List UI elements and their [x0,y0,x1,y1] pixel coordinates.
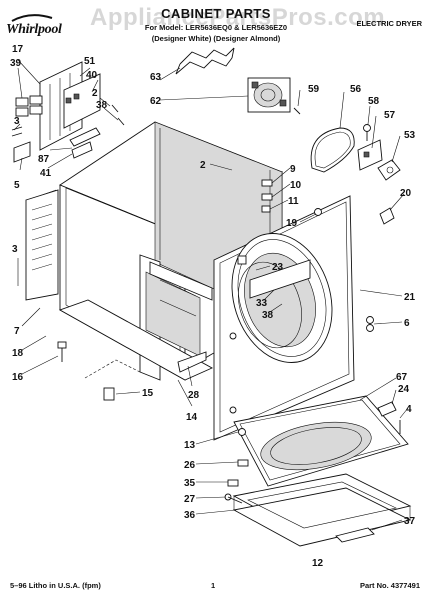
callout-2b: 2 [200,160,206,171]
callout-67: 67 [396,372,408,383]
models-line: For Model: LER5636EQ0 & LER5636EZ0 [144,23,288,32]
top-center-parts [175,47,301,115]
logo-swoosh-icon [11,14,53,22]
right-small-parts [261,179,374,332]
lower-left-parts [57,341,207,401]
callout-53: 53 [404,130,416,141]
callout-6: 6 [404,318,410,329]
callout-5: 5 [14,180,20,191]
callout-12: 12 [312,558,324,569]
callout-16: 16 [12,372,24,383]
callout-36: 36 [184,510,196,521]
callout-20: 20 [400,188,412,199]
callout-39: 39 [10,58,22,69]
callout-51: 51 [84,56,96,67]
callout-35: 35 [184,478,196,489]
callout-19: 19 [286,218,298,229]
callout-58: 58 [368,96,380,107]
callout-27: 27 [184,494,196,505]
footer-litho: 5–96 Litho in U.S.A. (fpm) [10,581,101,590]
rear-vent-grille [25,189,59,301]
page-title: CABINET PARTS [161,6,271,21]
footer-part-no: Part No. 4377491 [359,581,420,590]
callout-21: 21 [404,292,416,303]
footer-page: 1 [211,581,216,590]
callout-7: 7 [14,326,20,337]
callout-38b: 38 [262,310,274,321]
callout-9: 9 [290,164,296,175]
callout-56: 56 [350,84,362,95]
callout-numbers: 17 39 51 40 2 38 3 87 41 5 63 62 59 56 5… [10,44,416,569]
brand-name: Whirlpool [6,22,62,37]
callout-13: 13 [184,440,196,451]
brand-logo: Whirlpool [6,10,68,44]
callout-38a: 38 [96,100,108,111]
callout-40: 40 [86,70,98,81]
top-left-parts [11,61,125,163]
callout-33: 33 [256,298,268,309]
callout-87: 87 [38,154,50,165]
callout-3b: 3 [12,244,18,255]
callout-17: 17 [12,44,24,55]
callout-24: 24 [398,384,410,395]
top-right-parts [310,124,401,225]
watermark: AppliancePartsPros.com [90,4,386,31]
callout-63: 63 [150,72,162,83]
callout-14: 14 [186,412,198,423]
callout-28: 28 [188,390,200,401]
callout-37: 37 [404,516,416,527]
callout-41: 41 [40,168,52,179]
callout-23: 23 [272,262,284,273]
callout-11: 11 [288,196,299,207]
callout-57: 57 [384,110,396,121]
callout-62: 62 [150,96,162,107]
callout-10: 10 [290,180,302,191]
callout-59: 59 [308,84,320,95]
callout-26: 26 [184,460,196,471]
cabinet [25,121,283,381]
front-panel [213,195,355,441]
callout-4: 4 [406,404,412,415]
door-assembly [224,395,412,547]
callout-18: 18 [12,348,24,359]
callout-3a: 3 [14,116,20,127]
variants-line: (Designer White) (Designer Almond) [151,34,281,43]
leader-lines [13,59,409,531]
product-type: ELECTRIC DRYER [356,19,422,28]
callout-15: 15 [142,388,154,399]
callout-2a: 2 [92,88,98,99]
